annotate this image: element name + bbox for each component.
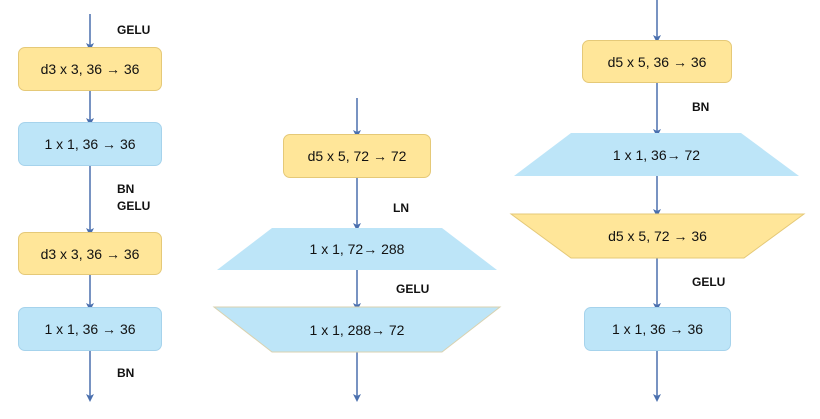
label-gelu: GELU — [117, 23, 151, 37]
label-ln: LN — [393, 201, 409, 215]
col1-pointwise-block-1: 1 x 1, 36 → 36 — [18, 122, 162, 166]
col1-conv-block-2: d3 x 3, 36 → 36 — [18, 232, 162, 275]
col3-conv-block: d5 x 5, 36 → 36 — [582, 40, 732, 83]
col2-conv-block: d5 x 5, 72 → 72 — [283, 134, 431, 178]
col3-expand-label: 1 x 1, 36→ 72 — [612, 146, 701, 163]
col3-pointwise-block: 1 x 1, 36 → 36 — [584, 307, 731, 351]
col3-trapezoid-reduce — [509, 213, 806, 259]
label-bn: BN — [117, 182, 135, 196]
col3-reduce-label: d5 x 5, 72 → 36 — [608, 228, 707, 244]
col2-trapezoid-reduce — [212, 306, 502, 353]
label-gelu: GELU — [117, 199, 151, 213]
label-bn: BN — [117, 366, 135, 380]
label-bn: BN — [692, 100, 710, 114]
col2-expand-label: 1 x 1, 72→ 288 — [309, 241, 405, 257]
col1-conv-block-1: d3 x 3, 36 → 36 — [18, 47, 162, 91]
label-gelu: GELU — [396, 282, 430, 296]
col2-reduce-label: 1 x 1, 288→ 72 — [309, 321, 405, 338]
label-gelu: GELU — [692, 275, 726, 289]
col2-trapezoid-expand — [217, 228, 497, 270]
col3-trapezoid-expand — [514, 133, 799, 176]
col1-pointwise-block-2: 1 x 1, 36 → 36 — [18, 307, 162, 351]
